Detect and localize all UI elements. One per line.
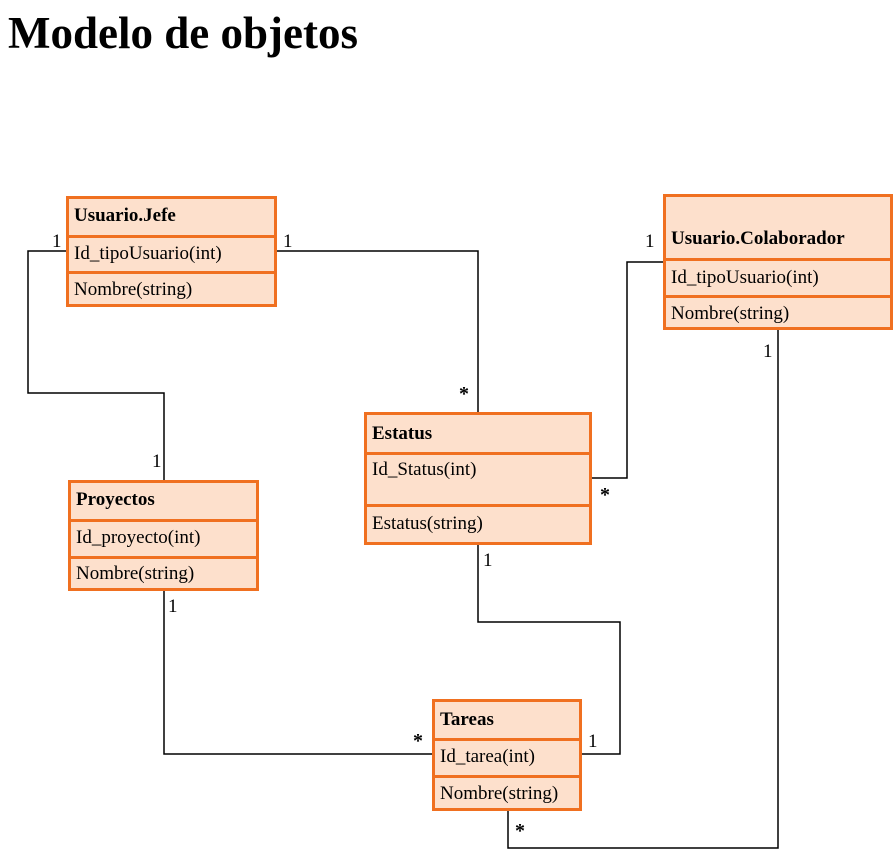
multiplicity-label: * (600, 484, 610, 506)
class-tareas: Tareas Id_tarea(int) Nombre(string) (432, 699, 582, 811)
class-attribute: Id_tarea(int) (435, 738, 579, 775)
association-estatus-tareas (477, 545, 621, 755)
class-name: Usuario.Jefe (74, 205, 176, 226)
class-attribute: Id_tipoUsuario(int) (69, 235, 274, 271)
multiplicity-label: * (515, 820, 525, 842)
class-name: Proyectos (76, 489, 155, 510)
association-jefe-estatus (277, 250, 479, 412)
multiplicity-label: * (413, 730, 423, 752)
page-title: Modelo de objetos (8, 8, 358, 58)
association-colaborador-tareas (507, 330, 779, 849)
class-attribute: Id_proyecto(int) (71, 519, 256, 556)
multiplicity-label: 1 (645, 231, 655, 252)
multiplicity-label: 1 (52, 231, 62, 252)
class-attribute: Estatus(string) (367, 504, 589, 545)
multiplicity-label: 1 (283, 231, 293, 252)
multiplicity-label: 1 (763, 341, 773, 362)
association-jefe-proyectos (27, 250, 165, 480)
class-usuario-colaborador: Usuario.Colaborador Id_tipoUsuario(int) … (663, 194, 893, 330)
class-usuario-jefe: Usuario.Jefe Id_tipoUsuario(int) Nombre(… (66, 196, 277, 307)
class-name: Tareas (440, 709, 494, 730)
class-name: Usuario.Colaborador (671, 228, 845, 249)
class-attribute: Nombre(string) (666, 295, 890, 330)
multiplicity-label: 1 (152, 451, 162, 472)
class-attribute: Id_tipoUsuario(int) (666, 258, 890, 295)
class-attribute: Nombre(string) (69, 271, 274, 307)
class-name: Estatus (372, 423, 433, 444)
class-proyectos: Proyectos Id_proyecto(int) Nombre(string… (68, 480, 259, 591)
multiplicity-label: * (459, 383, 469, 405)
class-attribute: Nombre(string) (71, 556, 256, 591)
multiplicity-label: 1 (483, 550, 493, 571)
class-attribute: Nombre(string) (435, 775, 579, 811)
multiplicity-label: 1 (588, 731, 598, 752)
association-proyectos-tareas (163, 590, 434, 755)
multiplicity-label: 1 (168, 596, 178, 617)
class-estatus: Estatus Id_Status(int) Estatus(string) (364, 412, 592, 545)
association-colaborador-estatus (592, 261, 663, 479)
class-attribute: Id_Status(int) (367, 452, 589, 504)
